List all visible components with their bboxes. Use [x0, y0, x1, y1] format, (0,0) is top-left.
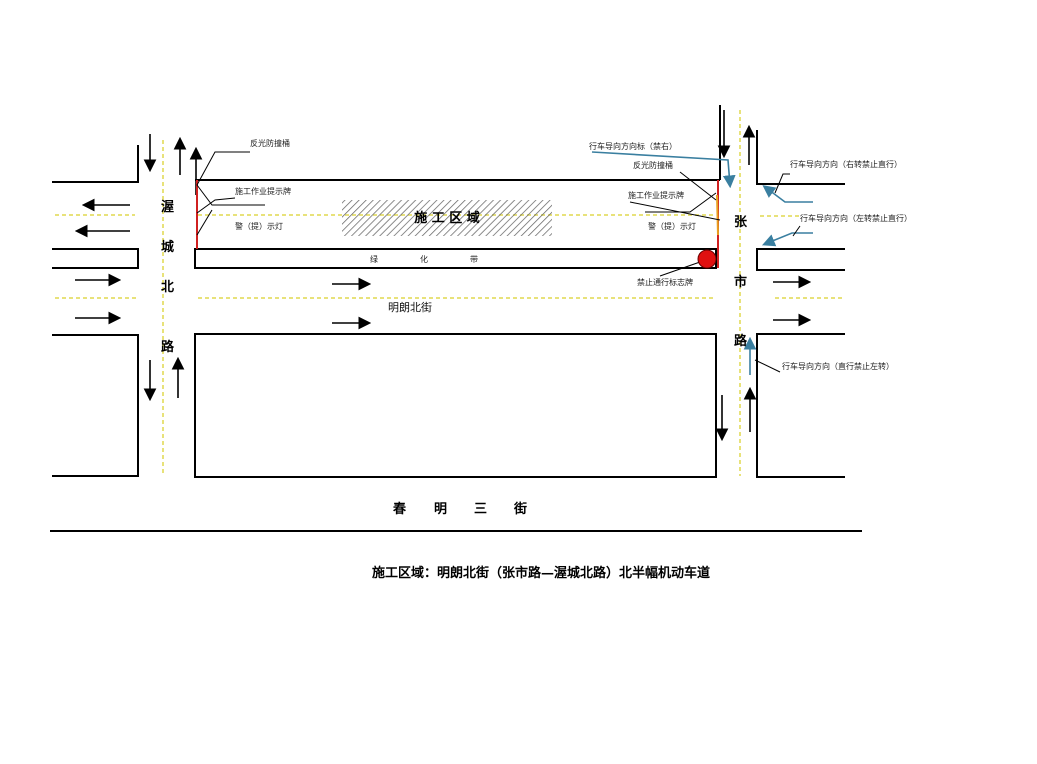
label-left-barrel: 反光防撞桶	[250, 138, 290, 148]
street-east-char: 张	[734, 215, 748, 230]
label-guide-left: 行车导向方向（左转禁止直行）	[800, 213, 912, 223]
street-west-char: 渥	[161, 200, 174, 215]
street-east-char: 市	[734, 274, 747, 290]
traffic-arrows	[74, 110, 812, 442]
guide-leaders	[754, 173, 801, 373]
street-east-char: 路	[734, 333, 748, 349]
label-left-sign: 施工作业提示牌	[235, 186, 291, 196]
right-barrier	[629, 171, 721, 277]
label-guide-straight: 行车导向方向（直行禁止左转）	[782, 361, 894, 371]
street-south-char: 春	[392, 501, 407, 517]
caption: 施工区域：明朗北街（张市路—渥城北路）北半幅机动车道	[372, 565, 710, 581]
greenbelt-char: 化	[420, 254, 428, 264]
label-no-entry: 禁止通行标志牌	[637, 277, 693, 287]
street-west-char: 路	[161, 339, 175, 355]
lane-markings	[55, 110, 845, 476]
greenbelt-char: 绿	[370, 255, 378, 264]
street-south-char: 街	[513, 501, 527, 517]
street-main: 明朗北街	[388, 300, 432, 314]
no-entry-sign	[697, 249, 717, 269]
construction-zone	[342, 200, 552, 236]
guide-arrows	[591, 151, 813, 375]
street-west-char: 城	[161, 239, 174, 255]
label-right-light: 警（提）示灯	[648, 221, 696, 231]
block-south	[194, 333, 717, 478]
label-right-barrel: 反光防撞桶	[633, 160, 673, 170]
street-south-char: 三	[474, 502, 487, 517]
construction-zone-label: 施 工 区 域	[414, 210, 480, 226]
street-west-char: 北	[161, 280, 174, 295]
road-edges	[50, 105, 862, 532]
label-right-direction: 行车导向方向标（禁右）	[589, 141, 677, 151]
greenbelt-char: 带	[470, 255, 478, 264]
greenbelt	[194, 248, 717, 269]
left-barrier	[196, 151, 265, 249]
street-south-char: 明	[434, 502, 447, 517]
label-guide-right: 行车导向方向（右转禁止直行）	[790, 159, 902, 169]
label-right-sign: 施工作业提示牌	[628, 190, 684, 200]
label-left-light: 警（提）示灯	[235, 221, 283, 231]
